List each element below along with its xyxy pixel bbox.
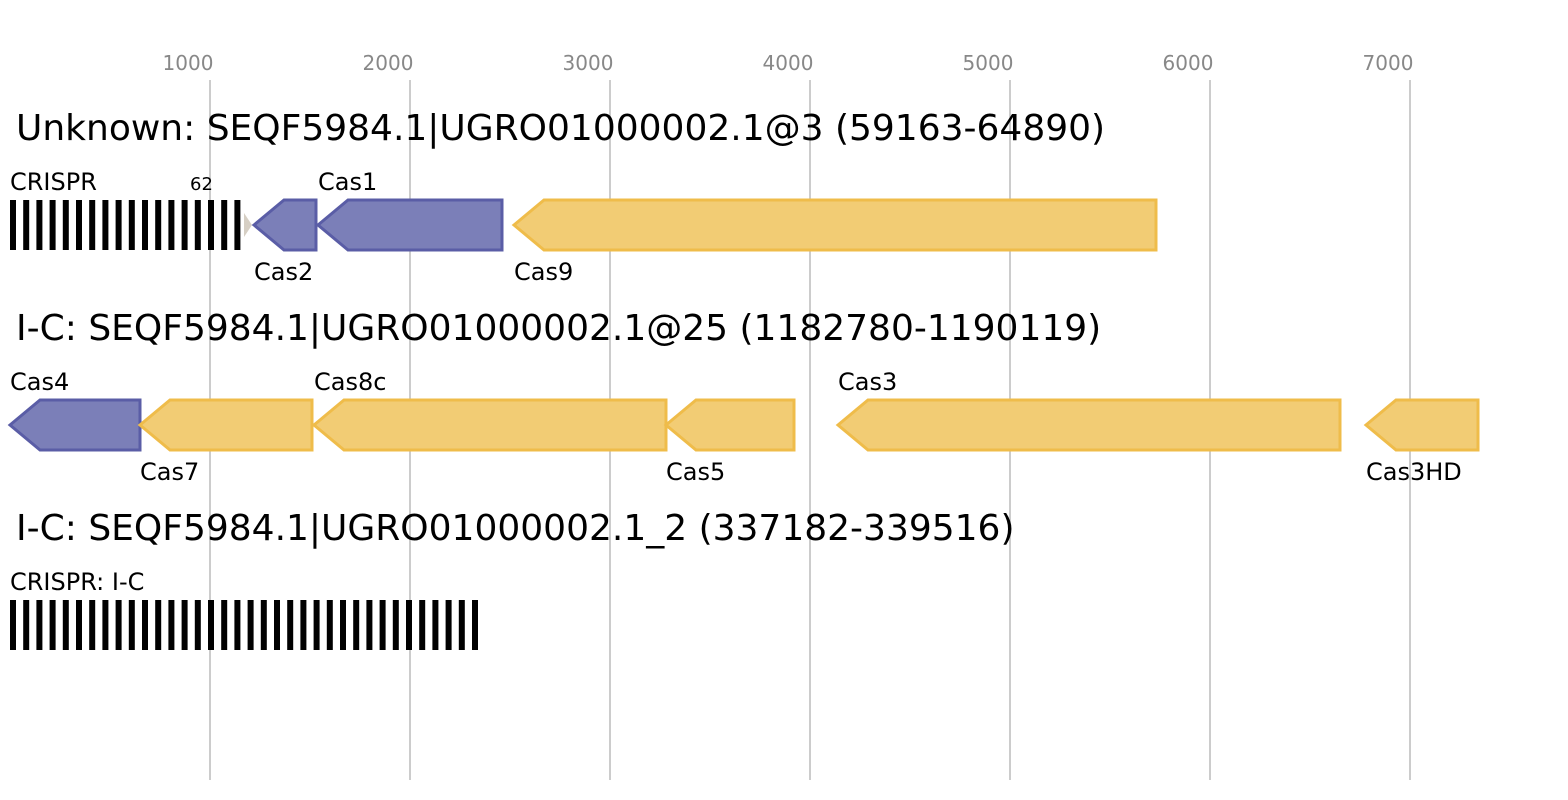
crispr-repeat <box>89 600 96 650</box>
gene-cas8c-label: Cas8c <box>314 368 386 396</box>
crispr-repeat <box>49 600 56 650</box>
gene-cas3hd-label: Cas3HD <box>1366 458 1462 486</box>
axis-tick-label: 3000 <box>563 51 614 75</box>
gene-cas1-arrow <box>315 198 504 252</box>
locus-1-crispr-label: CRISPR <box>10 168 97 196</box>
crispr-repeat <box>379 600 386 650</box>
gene-cas2-arrow <box>251 198 318 252</box>
crispr-repeat <box>10 600 16 650</box>
crispr-repeat <box>181 600 188 650</box>
locus-3-crispr-label: CRISPR: I-C <box>10 568 144 596</box>
crispr-repeat <box>36 600 43 650</box>
gene-cas1-label: Cas1 <box>318 168 377 196</box>
crispr-repeat <box>181 200 188 250</box>
crispr-repeat <box>472 600 478 650</box>
gene-cas7-arrow <box>137 398 314 452</box>
crispr-repeat <box>221 200 228 250</box>
gene-cas5-arrow <box>663 398 796 452</box>
axis-tick-label: 5000 <box>963 51 1014 75</box>
axis-ticks: 1000 2000 3000 4000 5000 6000 7000 <box>163 51 1414 75</box>
gene-cas3-label: Cas3 <box>838 368 897 396</box>
crispr-repeat <box>419 600 426 650</box>
crispr-repeat <box>208 600 214 650</box>
crispr-repeat <box>366 600 373 650</box>
crispr-repeat <box>102 600 109 650</box>
locus-3-title: I-C: SEQF5984.1|UGRO01000002.1_2 (337182… <box>16 508 1015 549</box>
crispr-repeat <box>234 200 241 250</box>
crispr-repeat <box>168 600 175 650</box>
crispr-repeat <box>142 600 148 650</box>
crispr-repeat <box>234 600 241 650</box>
crispr-repeat <box>287 600 294 650</box>
crispr-repeat <box>221 600 228 650</box>
crispr-repeat <box>36 200 43 250</box>
locus-1-crispr-count: 62 <box>190 174 213 195</box>
crispr-repeat <box>76 600 82 650</box>
gene-cas4-arrow <box>7 398 142 452</box>
crispr-repeat <box>194 200 201 250</box>
crispr-repeat <box>62 200 69 250</box>
axis-tick-label: 2000 <box>363 51 414 75</box>
crispr-repeat <box>49 200 56 250</box>
axis-tick-label: 1000 <box>163 51 214 75</box>
crispr-repeat <box>128 200 135 250</box>
locus-2-title: I-C: SEQF5984.1|UGRO01000002.1@25 (11827… <box>16 308 1101 349</box>
crispr-repeat <box>208 200 214 250</box>
crispr-repeat <box>115 600 122 650</box>
locus-3-track <box>10 600 478 650</box>
crispr-repeat <box>274 600 280 650</box>
crispr-repeat <box>406 600 412 650</box>
axis-tick-label: 6000 <box>1163 51 1214 75</box>
crispr-repeat <box>300 600 307 650</box>
crispr-repeat <box>142 200 148 250</box>
crispr-repeat <box>313 600 320 650</box>
crispr-repeat <box>23 200 30 250</box>
crispr-repeat <box>445 600 452 650</box>
crispr-repeat <box>155 600 162 650</box>
crispr-repeat <box>353 600 360 650</box>
crispr-repeat <box>23 600 30 650</box>
crispr-repeat <box>340 600 346 650</box>
crispr-repeat <box>102 200 109 250</box>
gene-cas4-label: Cas4 <box>10 368 69 396</box>
axis-tick-label: 4000 <box>763 51 814 75</box>
crispr-repeat <box>168 200 175 250</box>
gene-cas9-label: Cas9 <box>514 258 573 286</box>
crispr-repeat <box>247 600 254 650</box>
gene-cas8c-arrow <box>311 398 668 452</box>
axis-tick-label: 7000 <box>1363 51 1414 75</box>
gene-cas3-arrow <box>835 398 1342 452</box>
gene-cas3hd-arrow <box>1363 398 1480 452</box>
small-marker-arrow <box>244 213 252 237</box>
crispr-repeat <box>155 200 162 250</box>
locus-1-title: Unknown: SEQF5984.1|UGRO01000002.1@3 (59… <box>16 108 1105 149</box>
crispr-repeat <box>392 600 399 650</box>
gene-cas7-label: Cas7 <box>140 458 199 486</box>
crispr-repeat <box>10 200 16 250</box>
gene-cas9-arrow <box>511 198 1158 252</box>
crispr-repeat <box>458 600 465 650</box>
gene-cas2-label: Cas2 <box>254 258 313 286</box>
crispr-repeat <box>128 600 135 650</box>
crispr-repeat <box>260 600 267 650</box>
crispr-repeat <box>326 600 333 650</box>
crispr-repeat <box>194 600 201 650</box>
crispr-repeat <box>62 600 69 650</box>
crispr-repeat <box>89 200 96 250</box>
crispr-repeat <box>115 200 122 250</box>
crispr-repeat <box>432 600 439 650</box>
gene-cas5-label: Cas5 <box>666 458 725 486</box>
crispr-repeat <box>76 200 82 250</box>
